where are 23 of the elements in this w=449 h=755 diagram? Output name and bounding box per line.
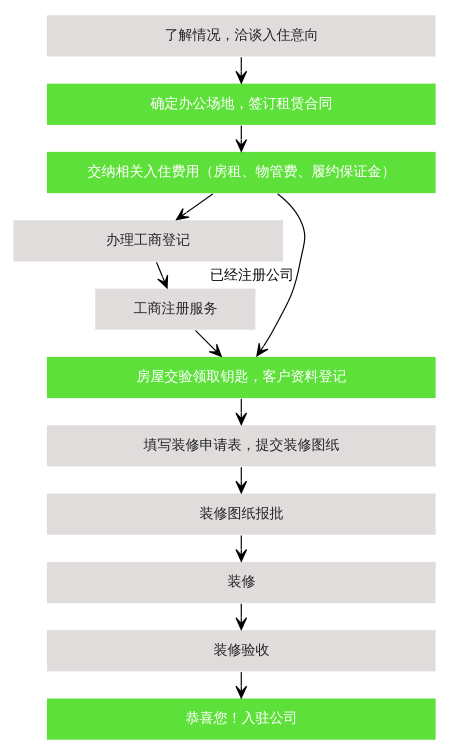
edge-label: 已经注册公司: [210, 267, 294, 284]
arrow: [256, 193, 306, 356]
node-box: 工商注册服务: [94, 287, 257, 331]
node-box: 房屋交验领取钥匙，客户资料登记: [46, 356, 437, 400]
arrow: [176, 193, 214, 220]
node-box: 装修验收: [46, 628, 437, 673]
arrow: [156, 262, 168, 289]
node-box: 了解情况，洽谈入住意向: [46, 14, 437, 58]
node-box: 装修: [46, 560, 437, 604]
arrow: [195, 330, 222, 357]
arrow: [235, 604, 248, 630]
arrow: [235, 467, 248, 494]
node-box: 交纳相关入住费用（房租、物管费、履约保证金）: [46, 150, 437, 194]
arrow: [235, 126, 248, 152]
node-box: 恭喜您！入驻公司: [46, 697, 437, 741]
node-box: 办理工商登记: [12, 219, 284, 263]
node-box: 确定办公场地，签订租赁合同: [46, 82, 437, 126]
arrow: [235, 398, 248, 426]
node-box: 装修图纸报批: [46, 492, 437, 536]
arrow: [235, 535, 248, 562]
node-box: 填写装修申请表，提交装修图纸: [46, 424, 437, 468]
arrow: [235, 57, 248, 84]
arrow: [235, 672, 248, 698]
